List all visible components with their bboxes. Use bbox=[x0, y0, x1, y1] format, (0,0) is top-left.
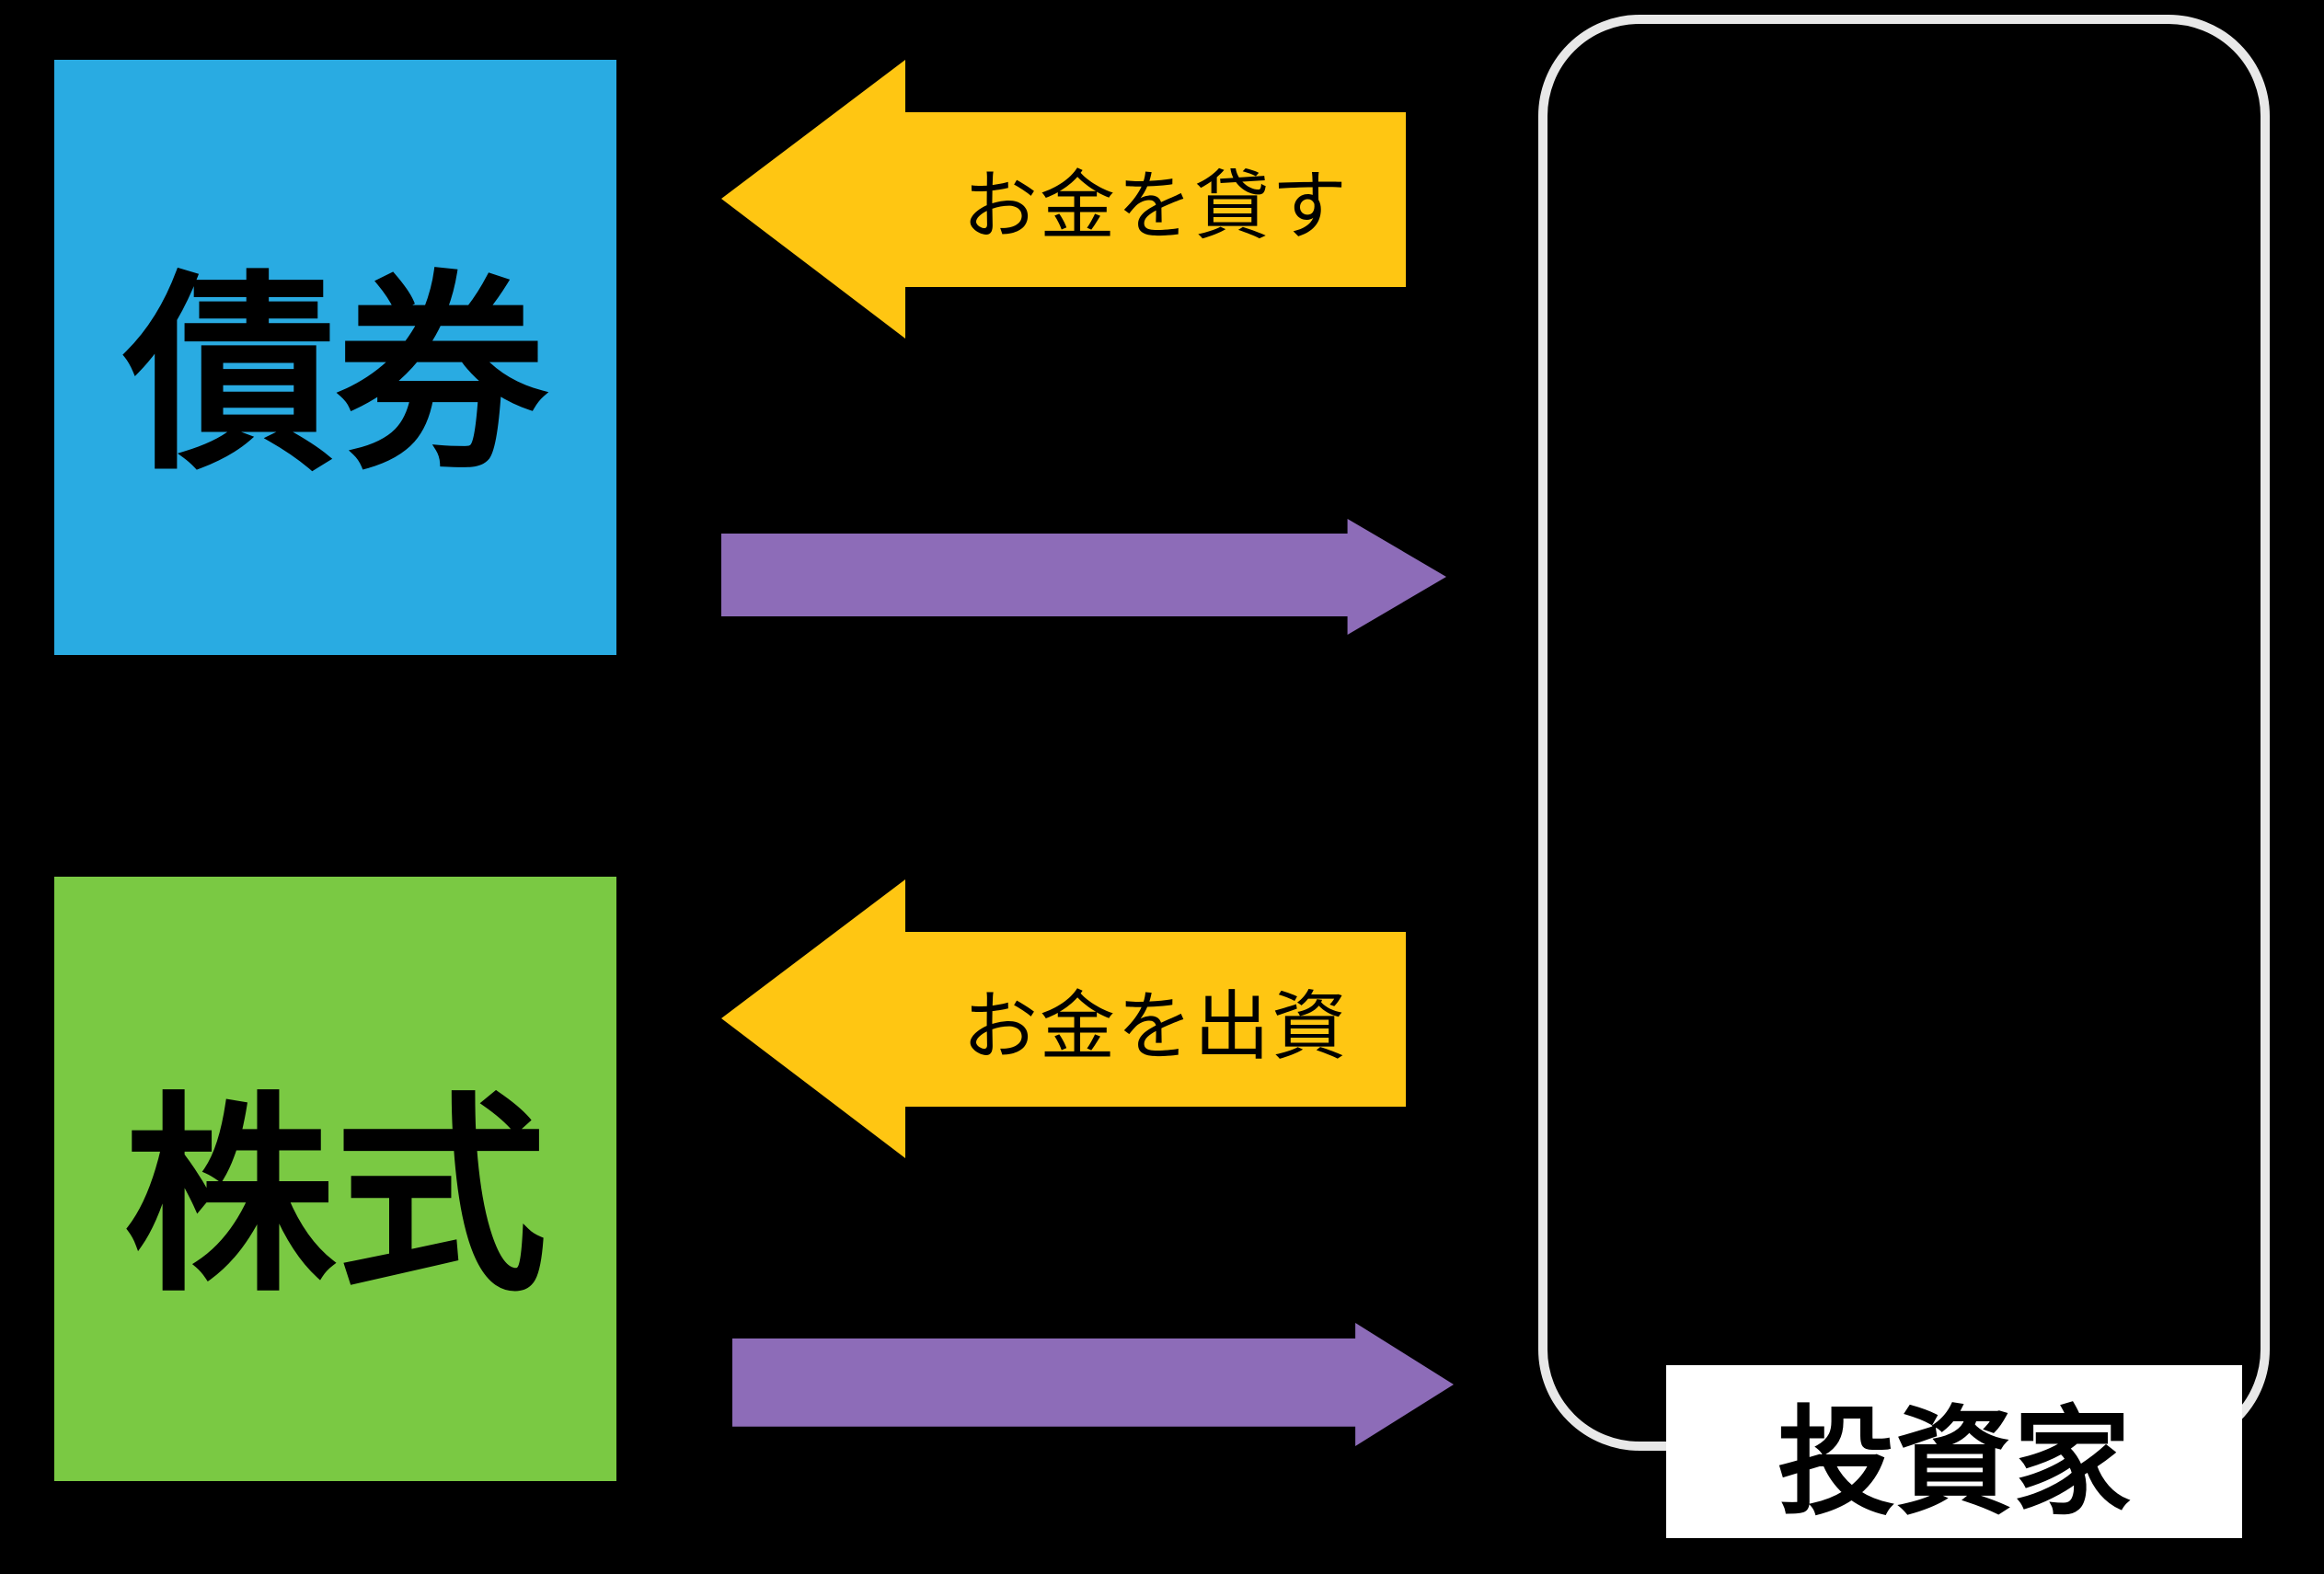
lend-money-arrow bbox=[721, 60, 1406, 339]
block-arrow-left-icon bbox=[721, 60, 1406, 339]
block-arrow-right-icon bbox=[732, 1323, 1454, 1446]
bond-return-arrow bbox=[721, 519, 1446, 635]
investor-outline-box bbox=[1538, 15, 2270, 1451]
investor-label: 投資家 bbox=[1777, 1394, 2131, 1532]
invest-money-arrow-label: お金を出資 bbox=[961, 982, 1349, 1071]
stock-return-arrow bbox=[732, 1323, 1454, 1446]
block-arrow-right-icon bbox=[721, 519, 1446, 635]
bond-label: 債券 bbox=[123, 254, 547, 500]
stock-label: 株式 bbox=[123, 1075, 547, 1321]
bond-box: 債券 bbox=[54, 60, 616, 655]
stock-box: 株式 bbox=[54, 877, 616, 1481]
lend-money-arrow-label: お金を貸す bbox=[961, 162, 1349, 250]
investor-label-box: 投資家 bbox=[1666, 1365, 2242, 1538]
invest-money-arrow bbox=[721, 879, 1406, 1158]
block-arrow-left-icon bbox=[721, 879, 1406, 1158]
